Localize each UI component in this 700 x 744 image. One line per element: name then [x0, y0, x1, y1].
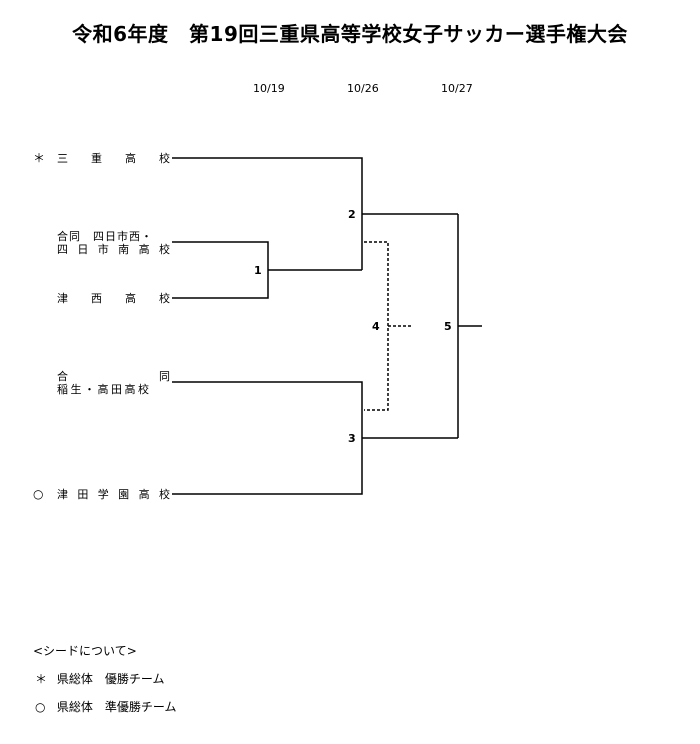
round1-date: 10/19 — [253, 82, 285, 95]
match-number-5: 5 — [444, 320, 452, 333]
team-1-char: 三 — [57, 152, 68, 165]
team-3-char: 西 — [91, 292, 102, 305]
team-4-line2: 稲生・高田高校 — [57, 383, 152, 396]
seed-legend-symbol: ＊ — [35, 672, 48, 686]
team-2-char: 高 — [138, 243, 150, 256]
team-4-line1: 合 同 — [57, 370, 170, 383]
team-1-name: 三 重 高 校 — [57, 152, 170, 165]
team-2-char: 四 — [57, 243, 68, 256]
match-number-3: 3 — [348, 432, 356, 445]
team-2-line2: 四 日 市 南 高 校 — [57, 243, 170, 256]
team-5-name: 津 田 学 園 高 校 — [57, 488, 170, 501]
team-5-char: 校 — [158, 488, 170, 501]
team-1-char: 校 — [159, 152, 170, 165]
seed-legend-title: <シードについて> — [33, 644, 137, 658]
team-5-char: 高 — [138, 488, 150, 501]
final-date: 10/27 — [441, 82, 473, 95]
team-2-char: 南 — [118, 243, 130, 256]
match-number-4: 4 — [372, 320, 380, 333]
seed-legend-item: ＊ 県総体 優勝チーム — [35, 670, 164, 687]
team-2-line1: 合同 四日市西・ — [57, 230, 153, 243]
team-5-char: 園 — [118, 488, 130, 501]
bracket-line-team4 — [172, 381, 363, 495]
team-5-char: 学 — [97, 488, 109, 501]
team-2-char: 日 — [77, 243, 89, 256]
match-number-1: 1 — [254, 264, 262, 277]
team-5-char: 田 — [77, 488, 89, 501]
team-4-line1-right: 同 — [159, 370, 170, 383]
team-4-line1-left: 合 — [57, 370, 68, 383]
team-3-char: 校 — [159, 292, 170, 305]
seed-legend-symbol: ○ — [35, 700, 46, 714]
bracket-line-team1 — [172, 157, 363, 270]
seed-legend-text: 県総体 優勝チーム — [56, 672, 165, 686]
team-2-char: 市 — [97, 243, 109, 256]
round2-date: 10/26 — [347, 82, 379, 95]
team-3-name: 津 西 高 校 — [57, 292, 170, 305]
page-title: 令和6年度 第19回三重県高等学校女子サッカー選手権大会 — [72, 22, 628, 46]
team-2-char: 校 — [158, 243, 170, 256]
seed-mark-runner-up: ○ — [33, 487, 44, 501]
team-5-char: 津 — [57, 488, 68, 501]
seed-legend-item: ○ 県総体 準優勝チーム — [35, 698, 176, 715]
team-3-char: 津 — [57, 292, 68, 305]
seed-legend-text: 県総体 準優勝チーム — [56, 700, 177, 714]
seed-mark-champion: ＊ — [33, 151, 46, 165]
match-number-2: 2 — [348, 208, 356, 221]
team-1-char: 重 — [91, 152, 102, 165]
team-3-char: 高 — [125, 292, 136, 305]
team-1-char: 高 — [125, 152, 136, 165]
